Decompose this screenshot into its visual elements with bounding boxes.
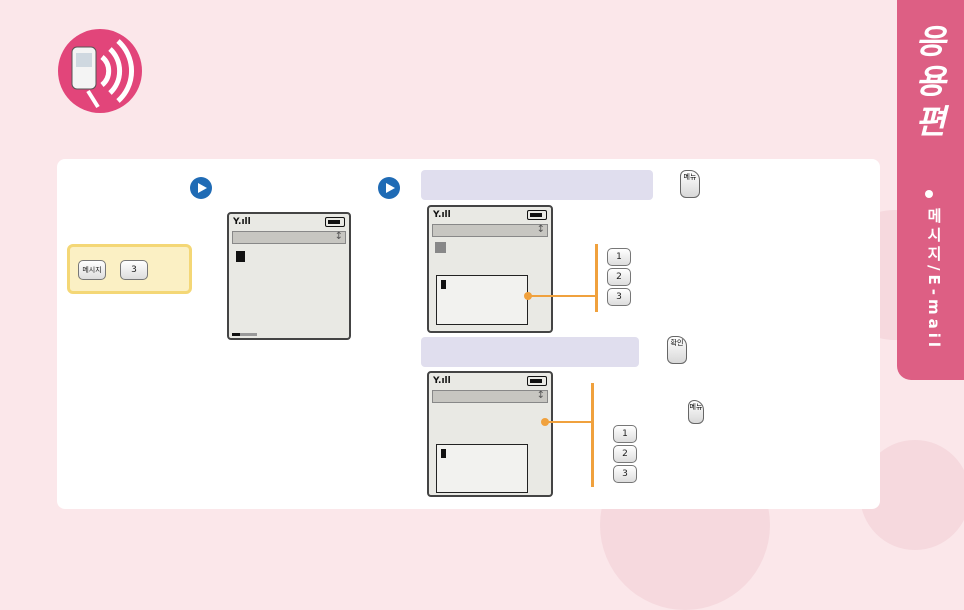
number-key-2[interactable]: 2 [613,445,637,463]
sidebar-title: 응 용 편 [897,22,964,142]
signal-icon: Y.ıll [433,376,451,386]
sidebar-title-char: 편 [915,102,946,141]
connector-line [591,383,594,487]
number-key-1[interactable]: 1 [613,425,637,443]
bullet-dot [925,190,933,198]
message-key[interactable]: 메시지 [78,260,106,280]
next-arrow-icon [378,177,400,199]
input-box[interactable] [436,275,528,325]
connector-line [547,421,594,423]
number-key-2[interactable]: 2 [607,268,631,286]
scroll-icon: ↕ [536,390,545,401]
sidebar-title-char: 용 [915,62,946,101]
phone-screen-3: Y.ıll ↕ [427,371,553,497]
scroll-icon: ↕ [536,224,545,235]
signal-icon: Y.ıll [433,210,451,220]
phone-screen-2: Y.ıll ↕ [427,205,553,333]
key-sequence-box: 메시지 3 [67,244,192,294]
connector-line [530,295,597,297]
menu-softkey-icon[interactable]: 메뉴 [680,170,700,198]
sidebar: 응 용 편 메시지/E-mail [897,0,964,380]
text-cursor [441,449,446,458]
phone-logo-icon [58,29,142,113]
next-arrow-icon [190,177,212,199]
title-bar: ↕ [232,231,346,244]
connector-dot [541,418,549,426]
number-key-3[interactable]: 3 [607,288,631,306]
scroll-icon: ↕ [334,231,343,242]
number-key-1[interactable]: 1 [607,248,631,266]
number-key-3[interactable]: 3 [120,260,148,280]
connector-line [595,244,598,312]
signal-icon: Y.ıll [233,217,251,227]
small-menu-softkey-icon[interactable]: 메뉴 [688,400,704,424]
section-label-top [421,170,653,200]
sidebar-subtitle: 메시지/E-mail [925,208,943,351]
section-label-bottom [421,337,639,367]
battery-icon [527,376,547,386]
ok-softkey-icon[interactable]: 확인 [667,336,687,364]
input-box[interactable] [436,444,528,493]
sidebar-title-char: 응 [915,22,946,61]
number-key-3[interactable]: 3 [613,465,637,483]
title-bar: ↕ [432,390,548,403]
battery-icon [325,217,345,227]
text-cursor [236,251,245,262]
battery-icon [527,210,547,220]
text-cursor [435,242,446,253]
title-bar: ↕ [432,224,548,237]
phone-screen-1: Y.ıll ↕ [227,212,351,340]
text-cursor [441,280,446,289]
progress-indicator [232,333,257,336]
connector-dot [524,292,532,300]
